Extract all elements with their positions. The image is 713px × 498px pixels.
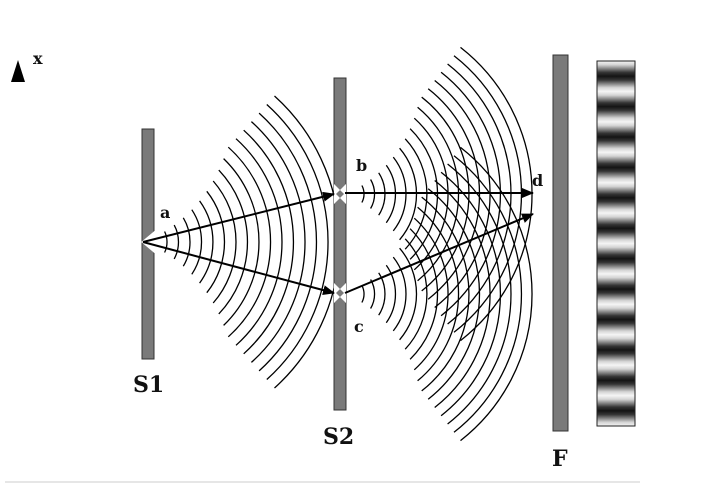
wavefront-arc — [427, 188, 481, 400]
wavefront-arc — [434, 179, 491, 409]
wavefront-arc — [258, 112, 318, 372]
wavefront-arc — [235, 138, 283, 346]
wavefront-arc — [385, 264, 397, 324]
point-d-label: d — [532, 171, 543, 190]
wavefront-arc — [191, 209, 203, 275]
wavefronts-from-a — [164, 95, 341, 389]
wavefront-arc — [266, 104, 329, 380]
interference-fringes — [596, 60, 636, 427]
wavefront-arc — [409, 228, 439, 360]
x-axis-label: x — [33, 49, 43, 68]
wavefront-arc — [223, 158, 260, 326]
wavefront-arc — [413, 217, 449, 371]
wavefront-arc — [173, 224, 180, 260]
wavefront-arc — [399, 247, 418, 341]
wavefront-arc — [378, 272, 386, 316]
wavefront-arc — [227, 146, 272, 338]
wavefront-arc — [453, 155, 523, 433]
barrier-s2 — [333, 77, 347, 411]
wavefront-arc — [404, 238, 428, 350]
wavefront-arc — [218, 169, 249, 315]
f-label: F — [552, 446, 568, 472]
wavefronts-from-c — [361, 146, 533, 442]
ray-a-to-b — [142, 191, 335, 243]
point-b-label: b — [356, 156, 367, 175]
slit-b-notch — [334, 184, 346, 204]
fringe-strip — [596, 60, 636, 427]
ray-a-to-c — [142, 241, 335, 295]
wavefront-arc — [182, 217, 191, 267]
s1-label: S1 — [133, 372, 164, 398]
wavefront-arc — [417, 206, 460, 382]
wavefront-arc — [440, 171, 502, 417]
wavefront-arc — [370, 279, 376, 309]
wavefront-arc — [361, 285, 365, 303]
s2-label: S2 — [323, 424, 354, 450]
wavefront-arc — [199, 200, 214, 284]
wavefront-arc — [421, 196, 470, 392]
wavefront-arc — [447, 163, 512, 425]
wavefront-arc — [392, 256, 407, 332]
point-a-label: a — [160, 203, 170, 222]
wavefront-arc — [460, 146, 533, 442]
ray-c-to-d — [344, 213, 534, 294]
wavefront-arc — [274, 95, 341, 389]
point-c-label: c — [354, 317, 364, 336]
wavefront-arc — [164, 231, 168, 253]
x-axis-arrow-icon — [11, 60, 25, 82]
wavefront-arc — [206, 190, 226, 294]
wavefront-arc — [243, 129, 295, 355]
wavefront-arc — [212, 180, 237, 304]
screen-f — [552, 54, 569, 432]
slit-a-notch — [141, 230, 155, 254]
wavefront-arc — [250, 121, 306, 363]
slit-c-notch — [334, 283, 346, 303]
